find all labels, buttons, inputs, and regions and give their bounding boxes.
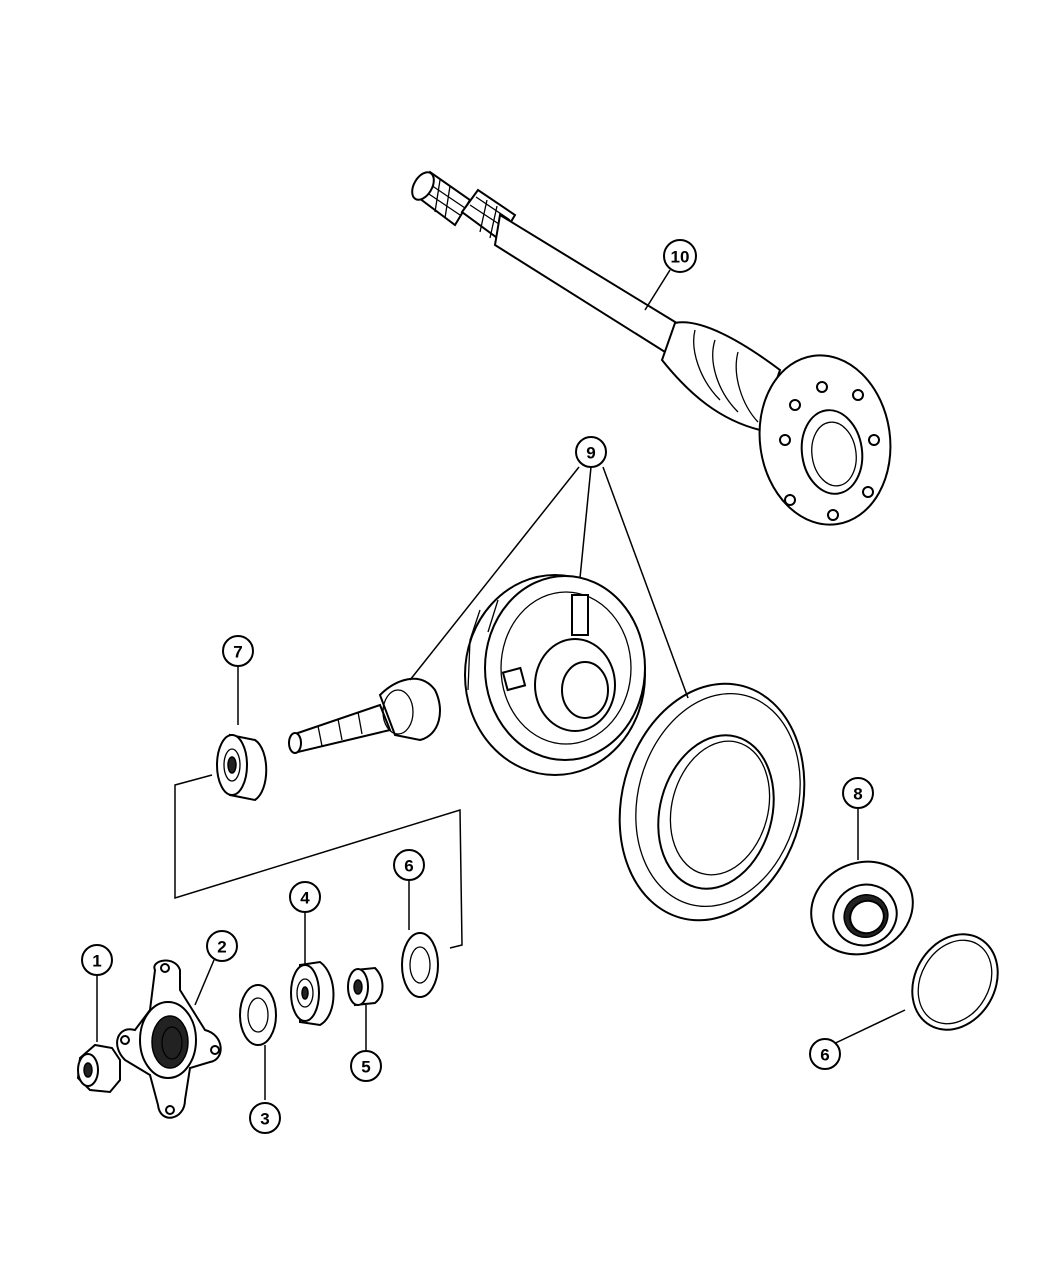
group-bracket <box>174 774 463 949</box>
callout-7: 7 <box>222 635 254 667</box>
callout-label: 5 <box>361 1058 370 1077</box>
callout-9: 9 <box>575 436 607 468</box>
flange-hub-part <box>116 959 222 1119</box>
callout-label: 2 <box>217 938 226 957</box>
carrier-bearing-part <box>810 860 914 956</box>
callout-label: 1 <box>92 952 101 971</box>
callout-label: 3 <box>260 1110 269 1129</box>
callout-label: 7 <box>233 643 242 662</box>
leader-lines <box>96 269 906 1100</box>
callout-6-right: 6 <box>809 1038 841 1070</box>
callout-1: 1 <box>81 944 113 976</box>
callout-6-left: 6 <box>393 849 425 881</box>
callout-10: 10 <box>663 239 697 273</box>
callout-2: 2 <box>206 930 238 962</box>
callout-label: 4 <box>300 889 310 908</box>
shim-left-part <box>401 932 439 998</box>
callout-label: 6 <box>404 857 413 876</box>
shim-ring-right-part <box>911 933 999 1031</box>
callout-label: 10 <box>671 248 690 267</box>
callout-3: 3 <box>249 1102 281 1134</box>
callout-4: 4 <box>289 881 321 913</box>
small-bushing-part <box>347 966 384 1007</box>
callout-8: 8 <box>842 777 874 809</box>
seal-part <box>239 984 277 1046</box>
callout-label: 8 <box>853 785 862 804</box>
callout-label: 6 <box>820 1046 829 1065</box>
pinion-bearing-part <box>216 733 268 802</box>
ring-gear-carrier-part <box>464 574 646 776</box>
pinion-gear-part <box>288 677 441 754</box>
callout-5: 5 <box>350 1050 382 1082</box>
callout-label: 9 <box>586 444 595 463</box>
axle-shaft-part <box>411 170 892 526</box>
ring-gear-part <box>618 682 806 922</box>
bearing-four-part <box>290 960 335 1027</box>
nut-part <box>76 1043 121 1094</box>
